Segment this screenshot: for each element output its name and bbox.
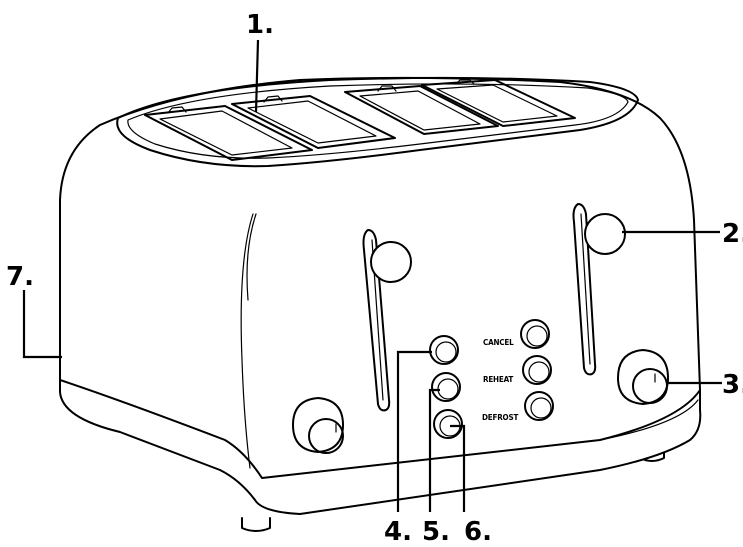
lever-right[interactable]	[572, 203, 626, 376]
leader-4	[396, 350, 432, 512]
slot-1	[144, 105, 313, 161]
browning-dial-right[interactable]	[617, 349, 669, 405]
defrost-label: DEFROST	[482, 413, 518, 422]
callout-4: 4.	[384, 517, 412, 547]
callout-leaders	[22, 39, 722, 512]
callout-3: 3.	[722, 370, 743, 400]
defrost-button-right[interactable]	[524, 391, 554, 421]
reheat-button-left[interactable]	[431, 372, 461, 402]
cancel-button-right[interactable]	[520, 319, 550, 349]
leader-6	[450, 424, 466, 512]
lever-left[interactable]	[362, 229, 412, 412]
callout-2: 2.	[722, 219, 743, 249]
button-column-right	[520, 319, 554, 421]
cancel-button-left[interactable]	[429, 335, 459, 365]
button-column-left	[429, 335, 463, 439]
callout-6: 6.	[464, 517, 492, 547]
cancel-label: CANCEL	[483, 338, 514, 347]
callout-7: 7.	[6, 262, 34, 292]
lever-right-knob[interactable]	[584, 213, 626, 255]
slot-2	[231, 95, 396, 149]
callout-5: 5.	[422, 517, 450, 547]
reheat-label: REHEAT	[483, 375, 513, 384]
slot-3	[344, 85, 499, 135]
defrost-button-left[interactable]	[433, 409, 463, 439]
reheat-button-right[interactable]	[522, 355, 552, 385]
slot-4	[421, 79, 576, 127]
leader-7	[22, 290, 62, 359]
bread-slots	[144, 79, 576, 161]
lever-left-knob[interactable]	[370, 241, 412, 283]
browning-dial-left[interactable]	[292, 397, 344, 454]
leader-1	[254, 39, 260, 113]
callout-1: 1.	[246, 10, 274, 40]
leader-5	[428, 388, 440, 512]
